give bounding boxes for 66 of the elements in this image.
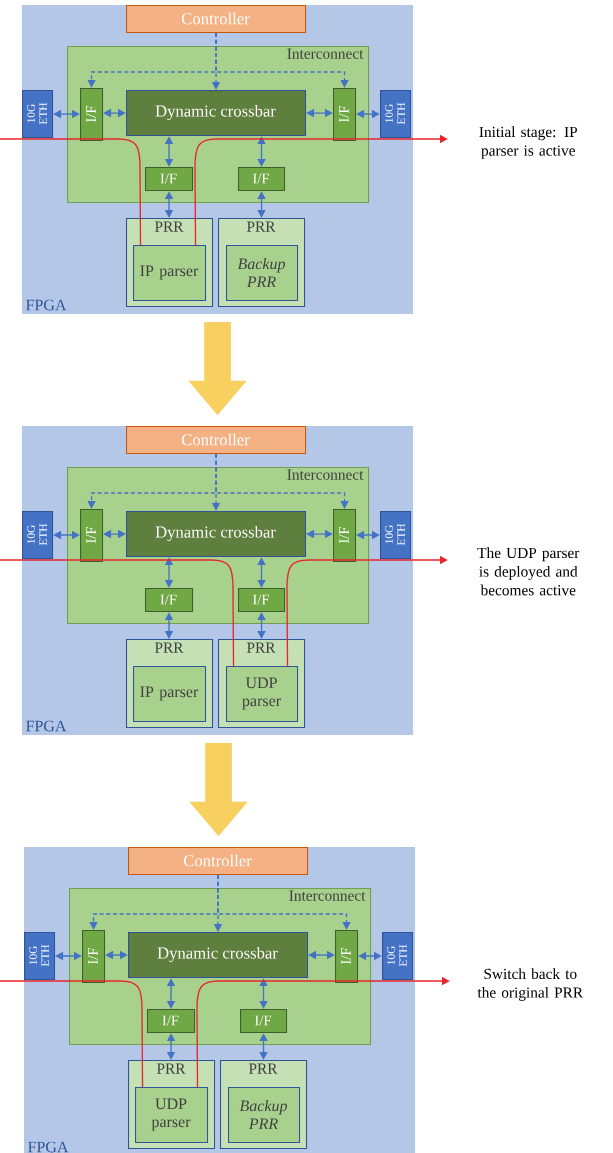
ethernet-port: 10G ETH xyxy=(22,90,54,139)
arrow xyxy=(308,950,335,960)
interface-box: I/F xyxy=(238,588,286,613)
dashed-arrow xyxy=(217,874,351,930)
crossbar-box: Dynamic crossbar xyxy=(126,90,307,137)
arrow xyxy=(306,108,333,118)
packet-path xyxy=(0,138,142,246)
arrow xyxy=(53,530,80,540)
arrow xyxy=(356,530,380,540)
interface-box: I/F xyxy=(82,930,106,984)
caption-text: Switch back to the original PRR xyxy=(477,968,584,1001)
interface-box: I/F xyxy=(147,1009,196,1034)
caption-text: The UDP parser is deployed and becomes active xyxy=(477,547,580,596)
arrow xyxy=(164,612,174,639)
arrow xyxy=(259,1033,268,1060)
parser-box: Backup PRR xyxy=(226,245,299,302)
crossbar-box: Dynamic crossbar xyxy=(128,932,309,979)
arrow xyxy=(257,136,266,167)
arrow xyxy=(259,978,268,1009)
arrow xyxy=(257,612,266,639)
controller-box: Controller xyxy=(126,426,307,455)
interface-box: I/F xyxy=(145,588,194,613)
interface-box: I/F xyxy=(333,88,357,142)
arrow xyxy=(166,1033,176,1060)
ethernet-port: 10G ETH xyxy=(24,932,56,981)
interface-box: I/F xyxy=(238,167,286,192)
parser-box: IP parser xyxy=(133,245,207,302)
dashed-arrow xyxy=(215,453,349,509)
packet-path xyxy=(194,134,448,246)
ethernet-port: 10G ETH xyxy=(22,511,54,560)
arrow xyxy=(356,109,380,119)
interface-box: I/F xyxy=(240,1009,288,1034)
arrow xyxy=(55,951,82,961)
crossbar-box: Dynamic crossbar xyxy=(126,511,307,558)
packet-path xyxy=(0,980,144,1088)
arrow xyxy=(53,109,80,119)
ethernet-port: 10G ETH xyxy=(380,90,412,139)
caption-text: Initial stage: IP parser is active xyxy=(479,126,578,159)
interface-box: I/F xyxy=(145,167,194,192)
packet-path xyxy=(0,559,235,667)
parser-box: Backup PRR xyxy=(228,1087,301,1144)
parser-box: IP parser xyxy=(133,666,207,723)
arrow xyxy=(358,951,382,961)
parser-box: UDP parser xyxy=(226,666,299,723)
interface-box: I/F xyxy=(335,930,359,984)
arrow xyxy=(103,529,126,539)
packet-path xyxy=(286,555,448,667)
ethernet-port: 10G ETH xyxy=(380,511,412,560)
interface-box: I/F xyxy=(80,509,104,563)
interface-box: I/F xyxy=(80,88,104,142)
arrow xyxy=(257,557,266,588)
arrow xyxy=(164,557,174,588)
dashed-arrow xyxy=(215,32,349,88)
ethernet-port: 10G ETH xyxy=(382,932,414,981)
arrow xyxy=(257,191,266,218)
arrow xyxy=(164,136,174,167)
controller-box: Controller xyxy=(128,847,309,876)
arrow xyxy=(306,529,333,539)
packet-path xyxy=(196,976,450,1088)
controller-box: Controller xyxy=(126,5,307,34)
parser-box: UDP parser xyxy=(135,1087,209,1144)
arrow xyxy=(166,978,176,1009)
arrow xyxy=(103,108,126,118)
arrow xyxy=(105,950,128,960)
interface-box: I/F xyxy=(333,509,357,563)
arrow xyxy=(164,191,174,218)
